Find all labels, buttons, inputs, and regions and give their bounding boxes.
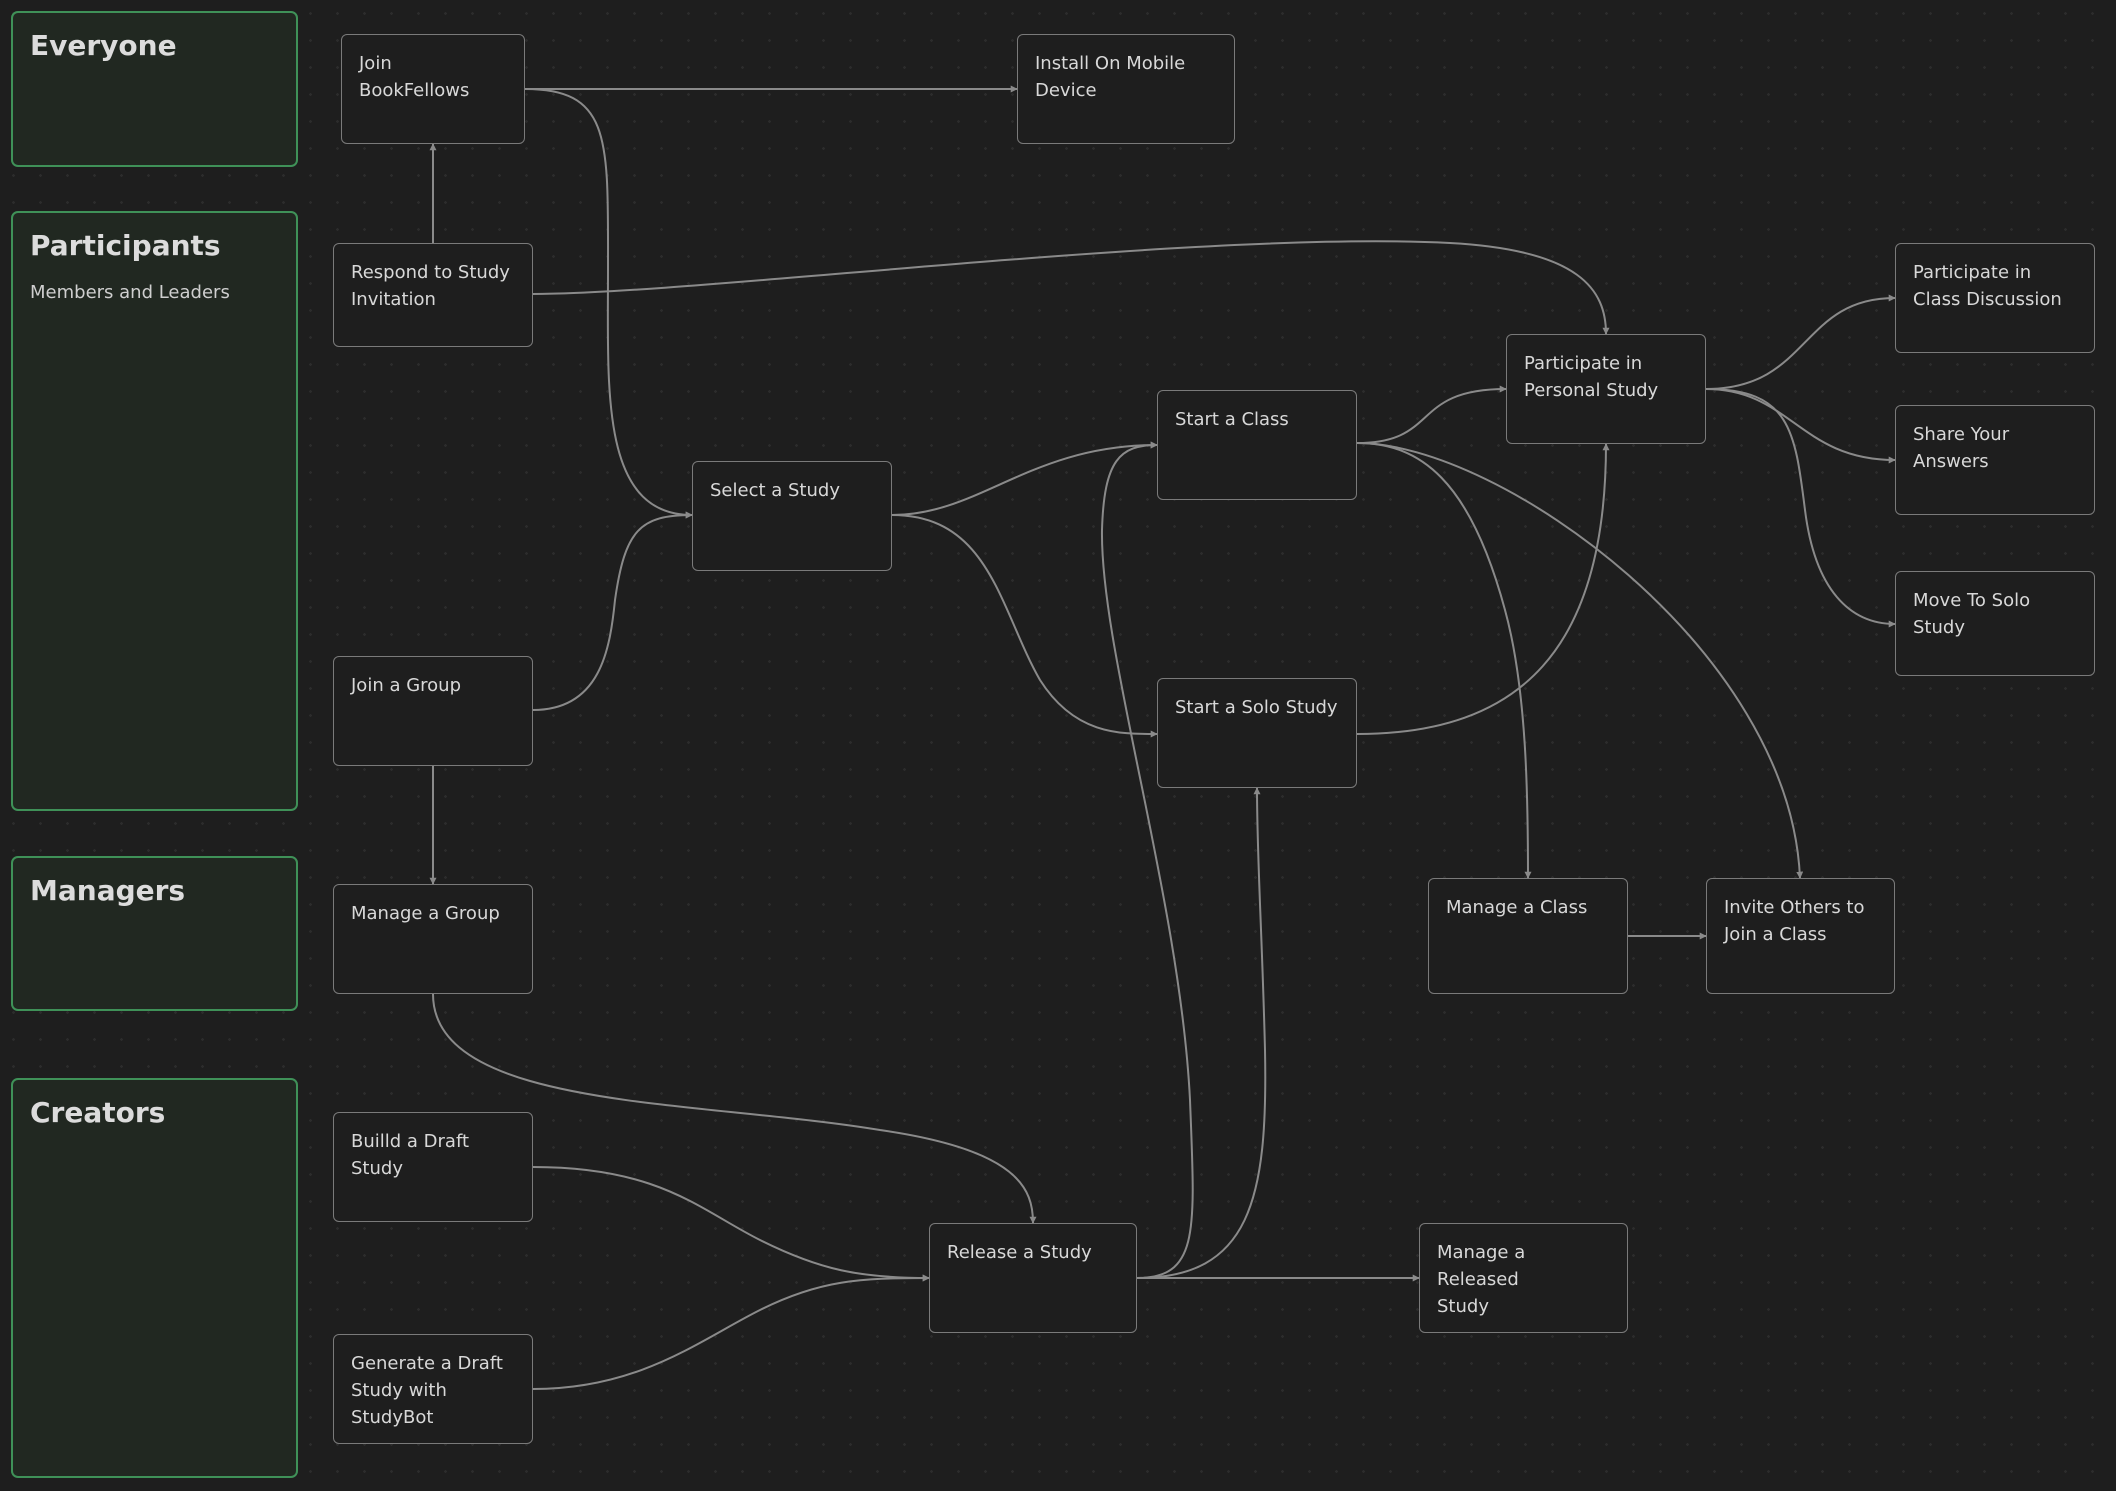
node-label: StudyBot (351, 1407, 434, 1428)
node-label: Participate in (1913, 262, 2032, 283)
node-join-a-group[interactable]: Join a Group (333, 656, 533, 766)
node-label: Answers (1913, 451, 1989, 472)
lane-managers[interactable]: Managers (11, 856, 298, 1011)
node-share-your-answers[interactable]: Share Your Answers (1895, 405, 2095, 515)
node-invite-others-to-join-a-class[interactable]: Invite Others to Join a Class (1706, 878, 1895, 994)
node-label: Start a Solo Study (1175, 697, 1338, 718)
edge-participate-personal-to-share-answers (1705, 388, 1896, 464)
edge-start-solo-to-participate-personal (1356, 443, 1610, 735)
edge-select-study-to-start-solo (891, 514, 1158, 738)
node-move-to-solo-study[interactable]: Move To Solo Study (1895, 571, 2095, 676)
edge-start-class-to-manage-class (1356, 442, 1532, 879)
node-manage-a-released-study[interactable]: Manage a Released Study (1419, 1223, 1628, 1333)
node-label: Study with (351, 1380, 447, 1401)
lane-title: Everyone (30, 29, 177, 62)
edge-select-study-to-start-class (891, 441, 1158, 516)
node-label: Select a Study (710, 480, 840, 501)
lane-creators[interactable]: Creators (11, 1078, 298, 1478)
lane-everyone[interactable]: Everyone (11, 11, 298, 167)
node-start-a-solo-study[interactable]: Start a Solo Study (1157, 678, 1357, 788)
node-participate-in-class-discussion[interactable]: Participate in Class Discussion (1895, 243, 2095, 353)
edge-start-class-to-participate-personal (1356, 385, 1507, 444)
node-select-a-study[interactable]: Select a Study (692, 461, 892, 571)
lane-title: Creators (30, 1096, 166, 1129)
lane-title: Managers (30, 874, 186, 907)
lane-title: Participants (30, 229, 221, 262)
node-label: Personal Study (1524, 380, 1659, 401)
node-install-on-mobile-device[interactable]: Install On Mobile Device (1017, 34, 1235, 144)
node-label: Manage a Released (1437, 1242, 1526, 1290)
node-generate-a-draft-study-with-studybot[interactable]: Generate a Draft Study with StudyBot (333, 1334, 533, 1444)
node-label: Move To Solo (1913, 590, 2031, 611)
node-label: Start a Class (1175, 409, 1289, 430)
edge-respond-invitation-to-participate-personal (532, 240, 1610, 335)
edge-build-draft-to-release-study (532, 1166, 930, 1282)
node-label: Join a Group (351, 675, 462, 696)
edge-start-class-to-invite-others (1356, 442, 1804, 879)
node-manage-a-group[interactable]: Manage a Group (333, 884, 533, 994)
node-label: Join a Class (1724, 924, 1827, 945)
lane-participants[interactable]: Participants Members and Leaders (11, 211, 298, 811)
node-label: Manage a Class (1446, 897, 1588, 918)
edge-release-study-to-start-class (1100, 441, 1194, 1279)
node-join-bookfellows[interactable]: Join BookFellows (341, 34, 525, 144)
node-build-a-draft-study[interactable]: Builld a Draft Study (333, 1112, 533, 1222)
node-label: Study (1437, 1296, 1489, 1317)
node-release-a-study[interactable]: Release a Study (929, 1223, 1137, 1333)
edge-participate-personal-to-participate-discussion (1705, 294, 1896, 390)
node-label: Join (359, 53, 392, 74)
edge-participate-personal-to-move-solo (1705, 388, 1896, 628)
node-label: Manage a Group (351, 903, 500, 924)
node-label: Study (351, 1158, 403, 1179)
node-start-a-class[interactable]: Start a Class (1157, 390, 1357, 500)
node-label: Share Your (1913, 424, 2010, 445)
node-label: Invite Others to (1724, 897, 1865, 918)
node-label: Invitation (351, 289, 436, 310)
node-label: Respond to Study (351, 262, 510, 283)
node-label: Participate in (1524, 353, 1643, 374)
node-label: Device (1035, 80, 1097, 101)
node-label: Study (1913, 617, 1965, 638)
node-label: Builld a Draft (351, 1131, 470, 1152)
edge-release-study-to-start-solo (1136, 787, 1267, 1279)
node-respond-to-study-invitation[interactable]: Respond to Study Invitation (333, 243, 533, 347)
node-manage-a-class[interactable]: Manage a Class (1428, 878, 1628, 994)
lane-subtitle: Members and Leaders (30, 282, 230, 303)
node-label: Install On Mobile (1035, 53, 1186, 74)
edge-join-bookfellows-to-select-study (524, 88, 693, 519)
node-participate-in-personal-study[interactable]: Participate in Personal Study (1506, 334, 1706, 444)
edge-manage-group-to-release-study (432, 993, 1037, 1224)
node-label: Generate a Draft (351, 1353, 503, 1374)
edge-generate-draft-to-release-study (532, 1274, 930, 1390)
edge-join-group-to-select-study (532, 511, 693, 711)
node-label: BookFellows (359, 80, 470, 101)
node-label: Class Discussion (1913, 289, 2062, 310)
node-label: Release a Study (947, 1242, 1092, 1263)
